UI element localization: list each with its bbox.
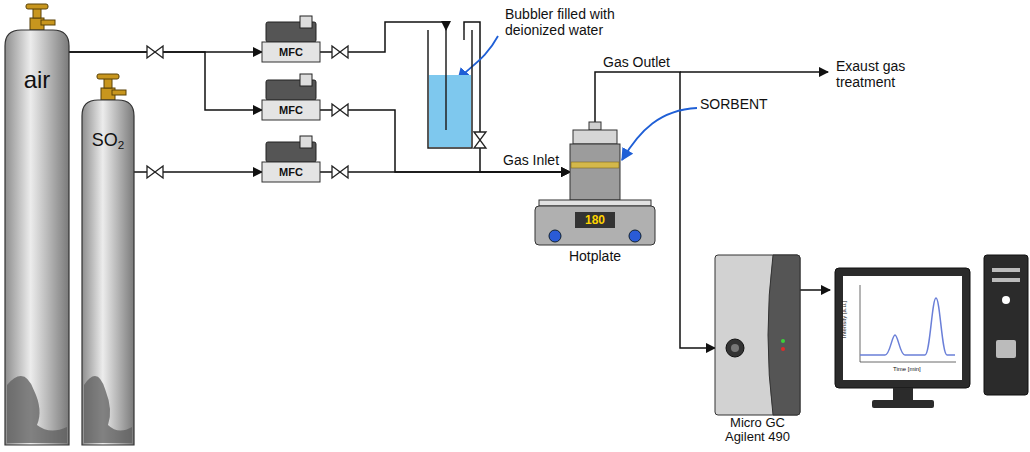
node-text: MFC [262, 166, 320, 179]
bubbler-leader [458, 36, 498, 80]
drawing-part [26, 4, 48, 9]
drawing-part [571, 162, 619, 168]
axis-label: Intensity [a.u.] [841, 301, 848, 338]
drawing-part [332, 46, 348, 58]
drawing-part [629, 230, 641, 242]
node-text: MFC [262, 46, 320, 59]
drawing-part [539, 200, 651, 206]
mfc-housings [266, 16, 316, 162]
gas-outlet-label: Gas Outlet [603, 54, 670, 70]
drawing-part [84, 376, 132, 443]
drawing-part [262, 100, 320, 120]
micro-gc: Micro GC Agilent 490 [715, 255, 800, 415]
water-bubbler-shape [428, 30, 472, 148]
node-text: 180 [575, 212, 615, 228]
drawing-part [731, 344, 739, 352]
formula-char: S [92, 130, 104, 150]
drawing-part [726, 339, 744, 357]
drawing-part [781, 347, 785, 351]
so2-cylinder: SO2 [82, 100, 134, 445]
hotplate: 180Hotplate [535, 200, 655, 245]
drawing-part [535, 206, 655, 245]
drawing-part [41, 20, 55, 25]
drawing-part [549, 230, 561, 242]
drawing-part [860, 285, 956, 362]
drawing-part [428, 30, 472, 148]
drawing-part [429, 75, 471, 147]
drawing-part [300, 136, 312, 148]
node-text: SO2 [82, 130, 134, 151]
drawing-part [984, 255, 1028, 395]
drawing-part [262, 162, 320, 182]
drawing-part [781, 339, 785, 343]
air-cylinder: air [5, 30, 69, 445]
valves [147, 46, 486, 178]
drawing-part [992, 278, 1020, 282]
drawing-part [1002, 296, 1010, 304]
drawing-part [463, 30, 465, 40]
drawing-part [97, 74, 119, 79]
computer-monitor [835, 268, 970, 408]
exhaust-label: Exaust gas treatment [836, 58, 928, 90]
water-bubbler: Bubbler filled with deionized water [428, 30, 472, 148]
drawing-part [262, 42, 320, 62]
drawing-part [835, 268, 970, 388]
drawing-part [332, 104, 348, 116]
sorbent-reactor-shape [570, 122, 620, 200]
node-text: MFC [262, 104, 320, 117]
gas-line [464, 22, 570, 172]
sorbent-leader [622, 108, 697, 160]
axis-label: Time [min] [893, 366, 921, 373]
drawing-part [992, 268, 1020, 272]
drawing-part [570, 144, 620, 200]
computer-tower [984, 255, 1028, 395]
node-caption: Hotplate [535, 248, 655, 264]
formula-char: 2 [118, 138, 125, 151]
drawing-part [715, 255, 800, 415]
drawing-part [5, 30, 69, 445]
so2-cylinder-shape [82, 100, 134, 445]
drawing-part [843, 276, 962, 380]
node-text: air [5, 66, 69, 94]
gc-to-pc-arrow [800, 289, 830, 291]
drawing-part [893, 388, 913, 400]
drawing-part [573, 130, 617, 144]
drawing-part [82, 100, 134, 445]
micro-gc-shape [715, 255, 800, 415]
mass-flow-controller: MFC [262, 42, 320, 62]
drawing-part [872, 400, 934, 408]
gas-line [320, 22, 446, 52]
drawing-part [300, 16, 312, 28]
drawing-part [112, 90, 126, 95]
gas-inlet-label: Gas Inlet [503, 152, 559, 168]
drawing-part [860, 298, 955, 355]
node-text: Bubbler filled with deionized water [505, 6, 645, 38]
drawing-part [332, 166, 348, 178]
drawing-part [300, 74, 312, 86]
mass-flow-controller: MFC [262, 100, 320, 120]
drawing-part [474, 132, 486, 148]
drawing-part [7, 376, 67, 443]
node-text: SORBENT [700, 96, 768, 112]
drawing-part [445, 30, 447, 130]
sorbent-reactor: SORBENT [570, 122, 620, 200]
drawing-part [996, 340, 1016, 358]
exhaust-line [680, 71, 828, 73]
mass-flow-controller: MFC [262, 162, 320, 182]
formula-char: O [104, 130, 118, 150]
drawing-part [147, 46, 163, 58]
drawing-part [768, 255, 800, 415]
drawing-part [589, 122, 601, 130]
drawing-part [147, 166, 163, 178]
node-text: Micro GC Agilent 490 [710, 416, 805, 444]
